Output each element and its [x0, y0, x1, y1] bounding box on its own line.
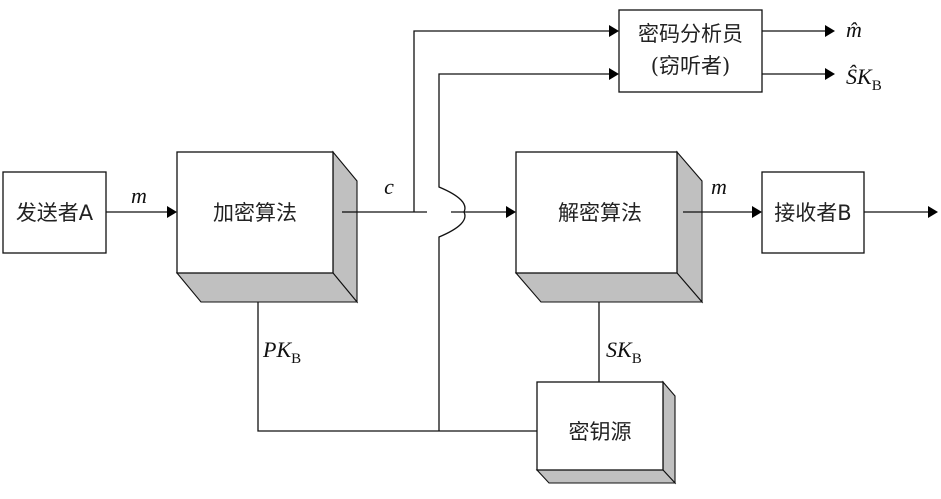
receiver-box [761, 171, 865, 254]
label-secret-key-main: SK [606, 337, 633, 362]
arrow-head-analyst-output-m [825, 25, 835, 37]
label-public-key: PKB [262, 337, 301, 367]
cryptanalyst-label-line1: 密码分析员 [638, 22, 743, 46]
encrypt-box-front [176, 151, 334, 274]
decrypt-label: 解密算法 [558, 201, 642, 225]
sender-box [2, 171, 107, 254]
arrow-head-receiver-output [928, 206, 938, 218]
wire-ciphertext-to-analyst [413, 30, 610, 212]
cryptanalyst-box [618, 9, 763, 93]
arrow-head-analyst-input-1 [609, 25, 619, 37]
label-plaintext-out: m [711, 174, 727, 199]
label-estimate-m: m̂ [846, 17, 862, 42]
encrypt-box-bottom-face [175, 272, 359, 303]
arrow-head-encrypt-input [167, 206, 177, 218]
label-plaintext-in: m [131, 183, 147, 208]
arrow-head-decrypt-input [506, 206, 516, 218]
label-estimate-sk: ŜKB [846, 64, 882, 94]
key-source-bottom-face [535, 469, 677, 484]
sender-label: 发送者A [16, 201, 94, 225]
decrypt-node: 解密算法 [514, 150, 704, 304]
encrypt-label: 加密算法 [213, 201, 297, 225]
cryptanalyst-label-line2: (窃听者) [651, 54, 730, 78]
label-estimate-sk-sub: B [872, 78, 882, 94]
label-secret-key: SKB [606, 337, 642, 367]
arrow-head-analyst-output-sk [825, 68, 835, 80]
arrow-head-analyst-input-2 [609, 68, 619, 80]
receiver-node: 接收者B [761, 171, 865, 254]
key-source-right-face [662, 380, 676, 485]
key-source-box-front [536, 381, 664, 471]
sender-node: 发送者A [2, 171, 107, 254]
arrow-head-receiver-input [752, 206, 762, 218]
label-public-key-sub: B [291, 351, 301, 367]
receiver-label: 接收者B [774, 201, 851, 225]
wire-public-key-to-analyst [438, 73, 610, 431]
label-estimate-sk-main: ŜK [846, 64, 873, 89]
label-secret-key-sub: B [632, 351, 642, 367]
decrypt-box-bottom-face [514, 272, 704, 303]
cryptanalyst-node: 密码分析员 (窃听者) [618, 9, 763, 93]
encrypt-node: 加密算法 [175, 150, 359, 304]
key-source-label: 密钥源 [569, 420, 632, 444]
label-public-key-main: PK [262, 337, 292, 362]
decrypt-box-front [515, 151, 678, 274]
wire-public-key-to-encrypt [257, 294, 537, 432]
label-ciphertext: c [384, 174, 394, 199]
key-source-node: 密钥源 [535, 380, 677, 485]
